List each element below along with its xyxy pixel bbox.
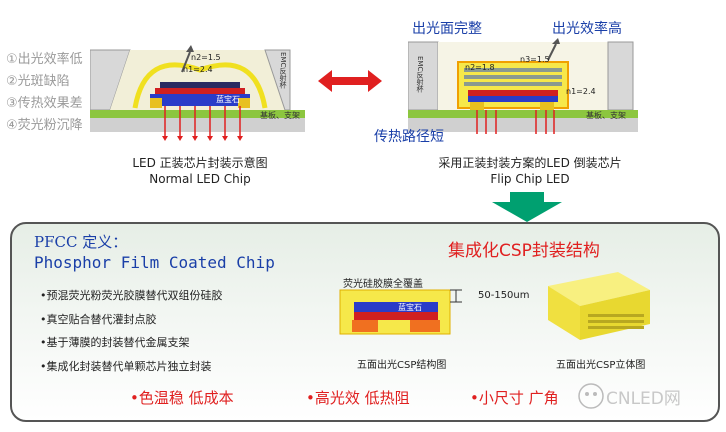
flip-caption-cn: 采用正装封装方案的LED 倒装芯片 bbox=[438, 156, 622, 170]
film-label: 荧光硅胶膜全覆盖 bbox=[343, 279, 423, 290]
flip-caption-en: Flip Chip LED bbox=[490, 172, 570, 186]
watermark-logo-icon bbox=[578, 383, 604, 409]
csp-pad-left bbox=[352, 320, 378, 332]
phosphor-particles bbox=[464, 68, 562, 86]
csp-3d-diagram bbox=[548, 272, 650, 340]
csp-3d-front bbox=[548, 286, 580, 340]
normal-chip-diagram bbox=[90, 45, 305, 141]
csp-sapphire-label: 蓝宝石 bbox=[398, 303, 422, 312]
substrate-base bbox=[90, 118, 305, 132]
chip-red-layer bbox=[155, 88, 245, 94]
advantage-1: •色温稳 低成本 bbox=[130, 389, 234, 407]
pfcc-bullet-1: •预混荧光粉荧光胶膜替代双组份硅胶 bbox=[40, 289, 223, 302]
csp-structure-diagram bbox=[339, 289, 462, 335]
thickness-label: 50-150um bbox=[478, 290, 530, 301]
pfcc-title-2: Phosphor Film Coated Chip bbox=[34, 253, 275, 272]
phosphor-dome bbox=[132, 62, 268, 109]
flip-n2-label: n2=1.8 bbox=[465, 63, 495, 72]
pfcc-bullets: •预混荧光粉荧光胶膜替代双组份硅胶 •真空贴合替代灌封点胶 •基于薄膜的封装替代… bbox=[40, 284, 223, 378]
normal-n1-label: n1=2.4 bbox=[183, 65, 213, 74]
csp-3d-texture bbox=[588, 314, 644, 329]
flip-emc-label: EMC反射杯 bbox=[416, 56, 424, 93]
flip-label-full: 出光面完整 bbox=[412, 21, 482, 37]
chip-pad-left bbox=[150, 98, 162, 108]
csp-red-layer bbox=[354, 312, 438, 320]
flip-substrate bbox=[408, 110, 638, 118]
flip-substrate-label: 基板、支架 bbox=[586, 111, 626, 120]
normal-emc-label: EMC反射杯 bbox=[279, 52, 287, 89]
advantage-3: •小尺寸 广角 bbox=[470, 389, 559, 407]
flip-bump-right bbox=[540, 102, 554, 110]
chip-sapphire bbox=[150, 94, 250, 106]
flip-right-wall bbox=[607, 41, 634, 111]
flip-chip-red bbox=[468, 90, 558, 96]
flip-heat-arrows bbox=[476, 110, 555, 134]
csp-3d-caption: 五面出光CSP立体图 bbox=[556, 360, 646, 371]
csp-struct-caption: 五面出光CSP结构图 bbox=[357, 360, 447, 371]
normal-problems: ①出光效率低 ②光斑缺陷 ③传热效果差 ④荧光粉沉降 bbox=[6, 49, 83, 137]
normal-caption-en: Normal LED Chip bbox=[149, 172, 251, 186]
normal-caption-cn: LED 正装芯片封装示意图 bbox=[132, 156, 268, 170]
pfcc-bullet-4: •集成化封装替代单颗芯片独立封装 bbox=[40, 359, 212, 373]
normal-n2-label: n2=1.5 bbox=[191, 53, 221, 62]
pfcc-title-1: PFCC 定义： bbox=[34, 233, 128, 251]
problem-2: ②光斑缺陷 bbox=[6, 74, 70, 89]
csp-3d-top bbox=[548, 272, 650, 306]
chip-pad-right bbox=[238, 98, 250, 108]
flip-chip-blue bbox=[468, 96, 558, 102]
flip-substrate-base bbox=[408, 118, 638, 132]
problem-1: ①出光效率低 bbox=[6, 52, 83, 67]
flip-n1-label: n1=2.4 bbox=[566, 87, 596, 96]
flip-bump-left bbox=[470, 102, 484, 110]
normal-sapphire-label: 蓝宝石 bbox=[216, 95, 240, 104]
problem-3: ③传热效果差 bbox=[6, 96, 83, 111]
flip-label-heat: 传热路径短 bbox=[374, 129, 444, 145]
watermark-text: CNLED网 bbox=[606, 389, 681, 409]
csp-pad-right bbox=[410, 320, 440, 332]
pfcc-bullet-2: •真空贴合替代灌封点胶 bbox=[40, 312, 157, 326]
flip-n3-label: n3=1.5 bbox=[520, 55, 550, 64]
advantage-2: •高光效 低热阻 bbox=[306, 389, 410, 407]
chip-top-layer bbox=[160, 82, 240, 88]
down-arrow-icon bbox=[492, 192, 562, 222]
flip-label-eff: 出光效率高 bbox=[552, 21, 622, 37]
csp-sapphire bbox=[354, 302, 438, 312]
csp-title: 集成化CSP封装结构 bbox=[448, 241, 600, 261]
problem-4: ④荧光粉沉降 bbox=[6, 118, 83, 133]
normal-substrate-label: 基板、支架 bbox=[260, 111, 300, 120]
heat-arrows bbox=[164, 106, 241, 138]
double-arrow-icon bbox=[318, 70, 382, 92]
pfcc-bullet-3: •基于薄膜的封装替代金属支架 bbox=[40, 336, 190, 349]
substrate bbox=[90, 110, 305, 118]
flip-chip-diagram bbox=[408, 38, 638, 134]
